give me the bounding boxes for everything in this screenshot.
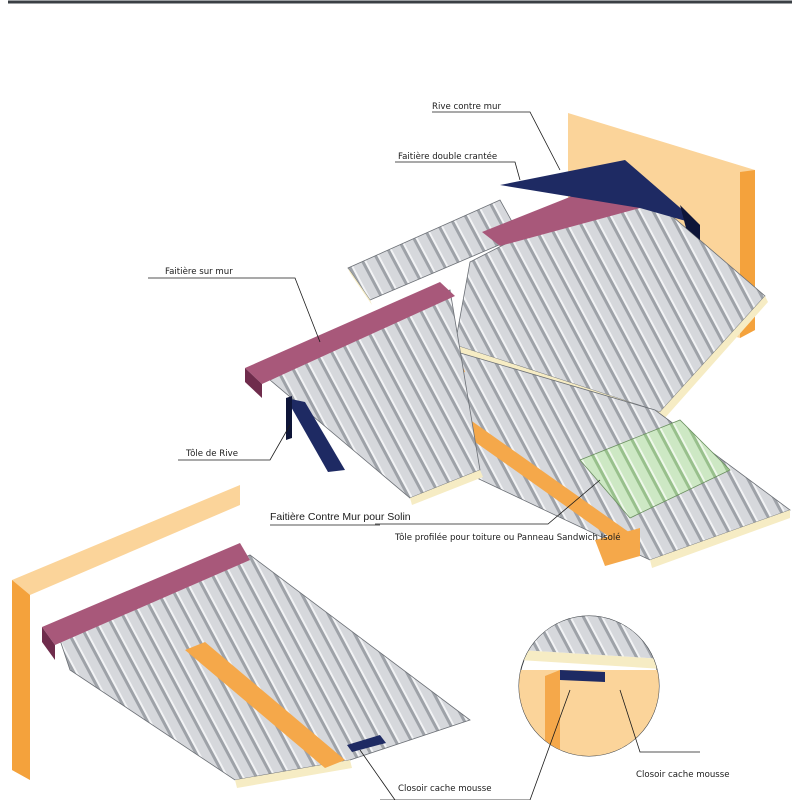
lower-wall <box>12 485 240 780</box>
label-rive-contre-mur: Rive contre mur <box>432 102 501 112</box>
lower-purlin <box>185 642 345 768</box>
label-closoir-right: Closoir cache mousse <box>636 770 730 780</box>
leader-lines <box>148 111 700 800</box>
lower-roof <box>59 554 471 788</box>
label-tole-profilee: Tôle profilée pour toiture ou Panneau Sa… <box>394 532 621 543</box>
label-faitiere-sur-mur: Faitière sur mur <box>165 266 233 277</box>
label-closoir-left: Closoir cache mousse <box>398 784 492 794</box>
label-faitiere-double-crantee: Faitière double crantée <box>398 151 497 162</box>
translucent-panel <box>579 419 731 519</box>
ridge-parts <box>482 160 700 246</box>
label-tole-de-rive: Tôle de Rive <box>185 448 238 459</box>
lower-closoir-strip <box>347 735 386 752</box>
faitiere-sur-mur-part <box>245 282 455 398</box>
faitiere-contre-mur-part <box>42 543 250 660</box>
label-faitiere-contre-mur-solin: Faitière Contre Mur pour Solin <box>270 511 411 523</box>
closoir-detail <box>518 615 660 757</box>
